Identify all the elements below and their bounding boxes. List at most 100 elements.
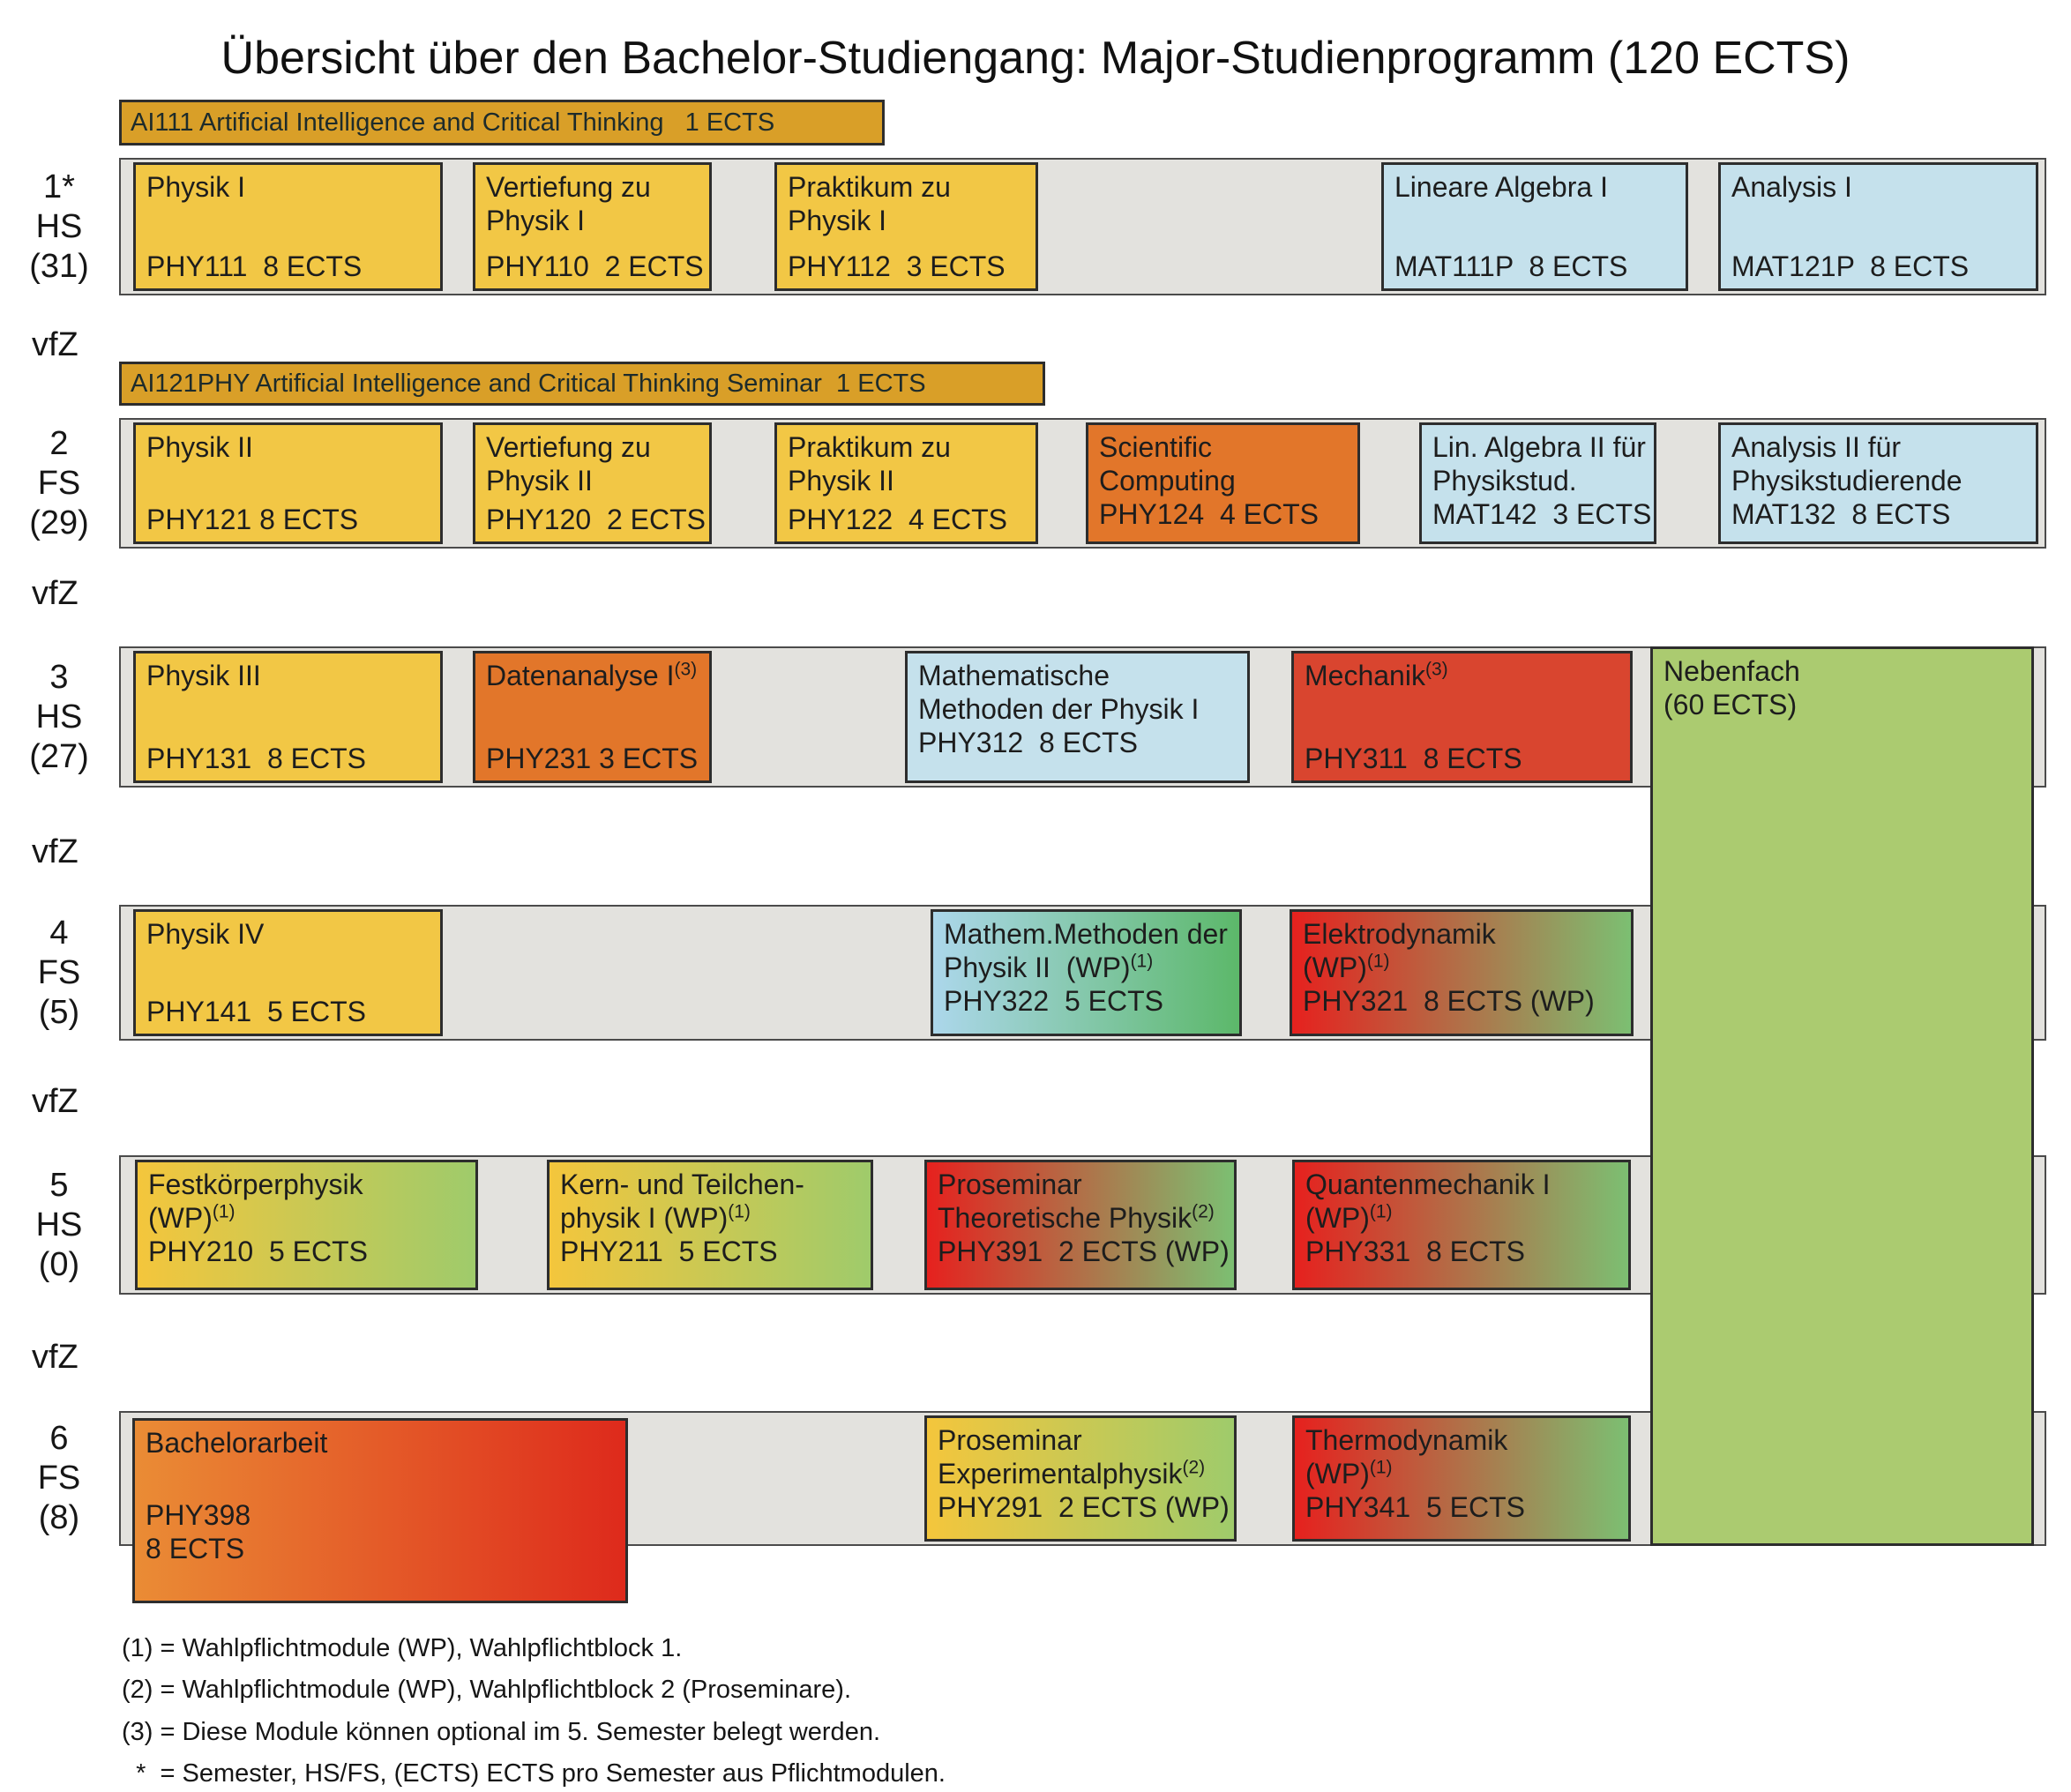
course-title: Praktikum zu — [788, 171, 951, 203]
footnote-marker: (3) — [1424, 659, 1448, 680]
banner-ai111: AI111 Artificial Intelligence and Critic… — [119, 100, 885, 146]
course-title-line2: Theoretische Physik(2) — [938, 1201, 1215, 1234]
course-code: PHY110 2 ECTS — [486, 250, 704, 282]
course-code: PHY231 3 ECTS — [486, 743, 699, 774]
footnote-marker: (1) — [728, 1201, 751, 1222]
footnote-marker: (1) — [1366, 951, 1390, 972]
module-box-phy111: Physik I PHY111 8 ECTS — [133, 162, 443, 291]
course-title: Thermodynamik — [1305, 1424, 1508, 1456]
course-code: PHY111 8 ECTS — [146, 250, 363, 282]
footnote-marker: (2) — [1192, 1201, 1215, 1222]
vfz-label-1: vfZ — [32, 326, 79, 363]
semester-type: HS — [35, 1206, 83, 1243]
module-box-phy141: Physik IV PHY141 5 ECTS — [133, 909, 443, 1036]
footnote-marker: (2) — [1182, 1457, 1206, 1478]
semester-ects: (8) — [38, 1499, 80, 1536]
course-title: Physik IV — [146, 918, 265, 950]
course-title: Festkörperphysik — [148, 1169, 363, 1200]
course-title: Vertiefung zu — [486, 171, 651, 203]
semester-type: HS — [35, 207, 83, 245]
course-title-line2: Physik II (WP)(1) — [944, 951, 1154, 983]
page-title: Übersicht über den Bachelor-Studiengang:… — [221, 33, 1850, 84]
vfz-label-3: vfZ — [32, 833, 79, 870]
course-title-line2: Methoden der Physik I — [918, 693, 1200, 725]
module-box-phy312: Mathematische Methoden der Physik I PHY3… — [905, 651, 1250, 783]
row-label-semester-3: 3 HS (27) — [7, 646, 111, 788]
module-box-phy121: Physik II PHY121 8 ECTS — [133, 422, 443, 544]
course-code: PHY141 5 ECTS — [146, 996, 366, 1027]
module-box-nebenfach: Nebenfach (60 ECTS) — [1650, 646, 2034, 1546]
course-title-line2: Physik II — [788, 465, 894, 497]
course-title: Proseminar — [938, 1169, 1082, 1200]
course-title-line2: Experimentalphysik(2) — [938, 1457, 1206, 1490]
vfz-label-4: vfZ — [32, 1083, 79, 1120]
course-code: PHY341 5 ECTS — [1305, 1491, 1525, 1523]
course-title: Lineare Algebra I — [1394, 171, 1608, 203]
semester-ects: (0) — [38, 1245, 80, 1283]
semester-number: 2 — [49, 424, 69, 462]
module-box-phy124: Scientific Computing PHY124 4 ECTS — [1086, 422, 1360, 544]
module-box-phy131: Physik III PHY131 8 ECTS — [133, 651, 443, 783]
course-title: Scientific — [1099, 431, 1213, 463]
row-label-semester-4: 4 FS (5) — [7, 905, 111, 1041]
course-title: Datenanalyse I(3) — [486, 659, 698, 691]
module-box-phy321: Elektrodynamik (WP)(1) PHY321 8 ECTS (WP… — [1290, 909, 1634, 1036]
course-code: MAT132 8 ECTS — [1731, 498, 1951, 530]
semester-number: 5 — [49, 1166, 69, 1204]
course-code: PHY120 2 ECTS — [486, 504, 706, 535]
course-title-line2: physik I (WP)(1) — [560, 1201, 751, 1234]
module-box-phy291: Proseminar Experimentalphysik(2) PHY291 … — [924, 1415, 1237, 1542]
module-box-phy112: Praktikum zu Physik I PHY112 3 ECTS — [774, 162, 1038, 291]
course-title: Mathem.Methoden der — [944, 918, 1228, 950]
course-code: PHY211 5 ECTS — [560, 1236, 778, 1267]
course-code: PHY311 8 ECTS — [1305, 743, 1522, 774]
module-box-phy311: Mechanik(3) PHY311 8 ECTS — [1291, 651, 1633, 783]
course-title: Proseminar — [938, 1424, 1082, 1456]
semester-ects: (27) — [29, 737, 89, 775]
course-title: Nebenfach — [1664, 655, 1800, 687]
course-title: Kern- und Teilchen- — [560, 1169, 804, 1200]
course-title-line2: Physikstud. — [1432, 465, 1577, 497]
course-code: PHY122 4 ECTS — [788, 504, 1007, 535]
module-box-phy110: Vertiefung zu Physik I PHY110 2 ECTS — [473, 162, 712, 291]
semester-type: HS — [35, 698, 83, 735]
semester-ects: (29) — [29, 504, 89, 541]
course-code: PHY322 5 ECTS — [944, 985, 1163, 1017]
module-box-mat111p: Lineare Algebra I MAT111P 8 ECTS — [1381, 162, 1688, 291]
course-title: Analysis I — [1731, 171, 1852, 203]
footnote-marker: (1) — [1130, 951, 1154, 972]
semester-type: FS — [37, 464, 81, 502]
course-code: PHY124 4 ECTS — [1099, 498, 1319, 530]
course-title: Mechanik(3) — [1305, 659, 1448, 691]
course-title-line2: (WP)(1) — [1305, 1457, 1393, 1490]
semester-type: FS — [37, 953, 81, 991]
module-box-phy341: Thermodynamik (WP)(1) PHY341 5 ECTS — [1292, 1415, 1631, 1542]
footnote-marker: (1) — [1369, 1457, 1393, 1478]
footnote-marker: (1) — [1369, 1201, 1393, 1222]
module-box-phy120: Vertiefung zu Physik II PHY120 2 ECTS — [473, 422, 712, 544]
course-title-line2: Physikstudierende — [1731, 465, 1963, 497]
course-code: MAT121P 8 ECTS — [1731, 250, 1970, 282]
footnote-3: (3) = Diese Module können optional im 5.… — [122, 1718, 881, 1746]
course-title: Quantenmechanik I — [1305, 1169, 1551, 1200]
course-title: Vertiefung zu — [486, 431, 651, 463]
module-box-phy211: Kern- und Teilchen- physik I (WP)(1) PHY… — [547, 1160, 873, 1290]
module-box-mat132: Analysis II für Physikstudierende MAT132… — [1718, 422, 2038, 544]
module-box-phy391: Proseminar Theoretische Physik(2) PHY391… — [924, 1160, 1237, 1290]
semester-number: 3 — [49, 658, 69, 696]
course-code: MAT142 3 ECTS — [1432, 498, 1652, 530]
module-box-phy331: Quantenmechanik I (WP)(1) PHY331 8 ECTS — [1292, 1160, 1631, 1290]
course-title-line2: Physik I — [788, 205, 887, 236]
semester-type: FS — [37, 1460, 81, 1497]
course-code: PHY321 8 ECTS (WP) — [1303, 985, 1595, 1017]
course-title-line2: (WP)(1) — [1303, 951, 1390, 983]
module-box-phy210: Festkörperphysik (WP)(1) PHY210 5 ECTS — [135, 1160, 478, 1290]
semester-number: 1* — [43, 168, 75, 205]
course-code: PHY331 8 ECTS — [1305, 1236, 1525, 1267]
row-label-semester-2: 2 FS (29) — [7, 418, 111, 549]
course-code: PHY312 8 ECTS — [918, 727, 1138, 758]
footnote-marker: (3) — [674, 659, 698, 680]
